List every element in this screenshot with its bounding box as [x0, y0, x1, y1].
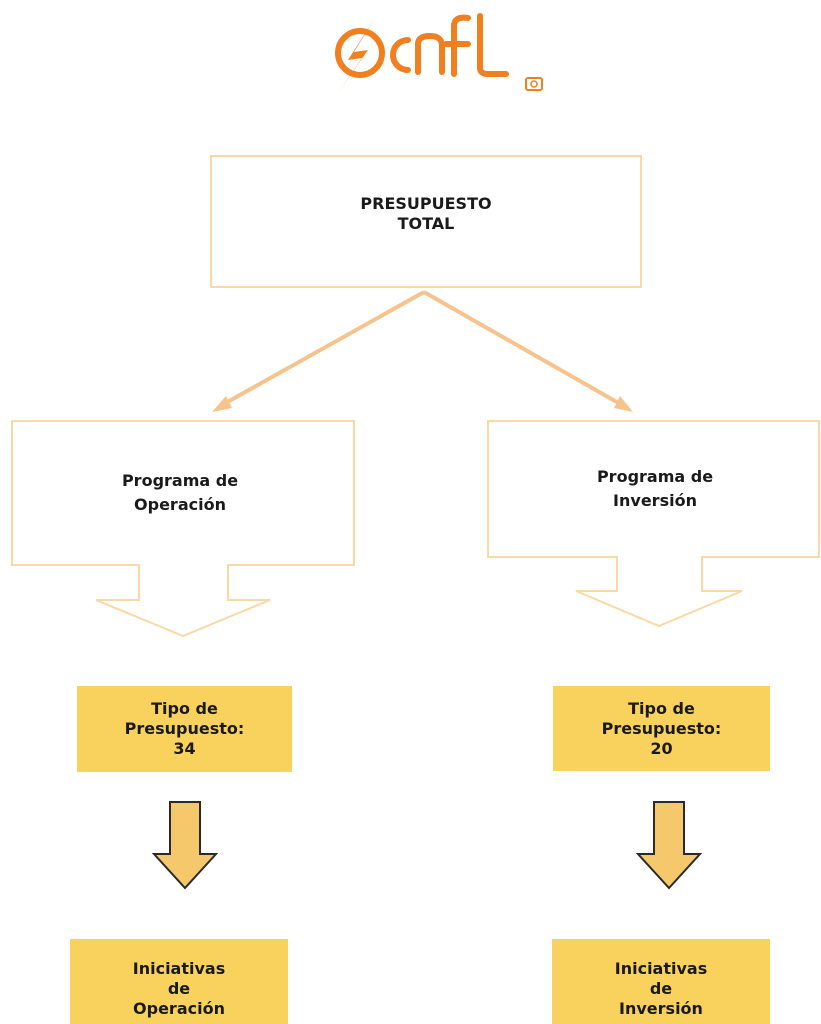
connector-right-arrowhead	[614, 396, 633, 412]
connector-left-arrowhead	[212, 396, 232, 412]
down-arrow-icon	[151, 801, 219, 890]
iniciativas-inversion-box: Iniciativas de Inversión	[552, 939, 770, 1024]
tipo-presupuesto-20-box: Tipo de Presupuesto: 20	[553, 686, 770, 771]
lightning-icon	[338, 18, 375, 93]
tipo-presupuesto-20-label: Tipo de Presupuesto: 20	[601, 698, 722, 758]
connector-left	[221, 290, 425, 407]
presupuesto-total-box: PRESUPUESTO TOTAL	[210, 155, 642, 288]
cnfl-logo-graphic	[335, 13, 543, 93]
iniciativas-operacion-label: Iniciativas de Operación	[132, 959, 226, 1018]
cnfl-logo	[330, 8, 560, 98]
connector-right	[423, 290, 623, 407]
tipo-presupuesto-34-box: Tipo de Presupuesto: 34	[77, 686, 292, 772]
iniciativas-operacion-box: Iniciativas de Operación	[70, 939, 288, 1024]
program-operacion-label: Programa de Operación	[121, 471, 239, 514]
iniciativas-inversion-label: Iniciativas de Inversión	[614, 959, 708, 1018]
program-inversion-shape	[487, 420, 820, 628]
program-operacion-shape	[11, 420, 355, 638]
program-inversion-label: Programa de Inversión	[596, 467, 714, 510]
tipo-presupuesto-34-label: Tipo de Presupuesto: 34	[124, 699, 245, 758]
down-arrow-icon	[635, 801, 703, 890]
presupuesto-total-label: PRESUPUESTO TOTAL	[360, 194, 492, 233]
